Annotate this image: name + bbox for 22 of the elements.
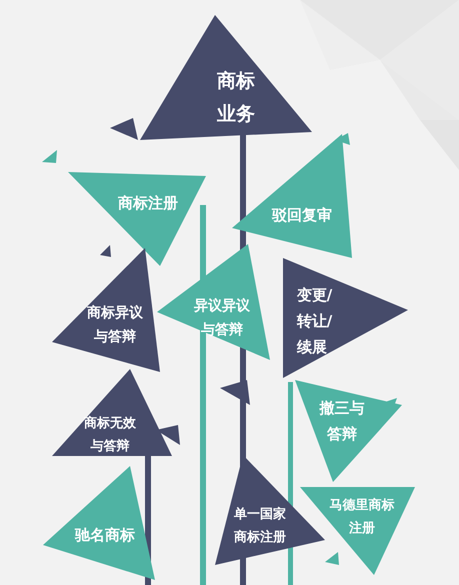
triangle-node bbox=[283, 258, 408, 378]
triangle-node bbox=[157, 244, 270, 360]
node-label: 异议异议与答辩 bbox=[192, 296, 251, 340]
triangle-node bbox=[68, 172, 206, 266]
triangle-node bbox=[43, 466, 155, 580]
triangle-node bbox=[52, 248, 160, 372]
node-label: 单一国家商标注册 bbox=[233, 506, 287, 547]
node-label: 撤三与答辩 bbox=[318, 398, 366, 445]
node-label: 商标异议与答辩 bbox=[86, 304, 144, 347]
triangle-node bbox=[52, 369, 172, 456]
node-label: 变更/转让/续展 bbox=[296, 284, 334, 358]
triangle-node bbox=[300, 487, 415, 575]
node-label: 商标无效与答辩 bbox=[83, 414, 137, 456]
triangle-node bbox=[215, 455, 325, 565]
node-label: 商标注册 bbox=[117, 192, 179, 214]
node-label: 商标业务 bbox=[216, 68, 256, 127]
triangle-node bbox=[140, 15, 312, 140]
node-label: 马德里商标注册 bbox=[328, 496, 396, 538]
triangle-node bbox=[295, 380, 402, 482]
node-label: 驰名商标 bbox=[74, 524, 136, 546]
triangle-node bbox=[232, 134, 352, 258]
node-label: 驳回复审 bbox=[270, 204, 333, 226]
